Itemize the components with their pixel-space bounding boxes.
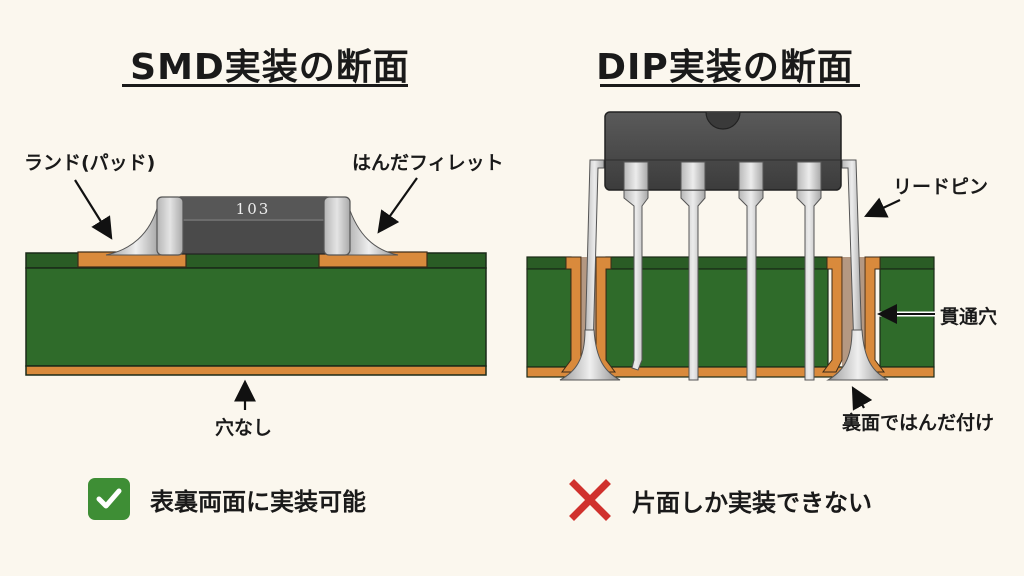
lead-pin-label: リードピン bbox=[893, 176, 989, 198]
smd-footer: 表裏両面に実装可能 bbox=[88, 478, 366, 520]
smd-section-title: SMD実装の断面 bbox=[130, 47, 410, 88]
back-solder-arrow bbox=[851, 386, 873, 411]
end-cap-right bbox=[323, 196, 351, 256]
solder-fillet-label: はんだフィレット bbox=[352, 152, 504, 174]
smd-bottom-copper bbox=[25, 365, 487, 376]
dip-title-underline bbox=[600, 84, 860, 87]
component-marking: 103 bbox=[236, 200, 271, 218]
lead-pin-arrow bbox=[864, 197, 901, 218]
check-icon bbox=[88, 478, 130, 520]
cross-icon bbox=[568, 478, 612, 522]
back-solder-label: 裏面ではんだ付け bbox=[842, 412, 995, 434]
smd-component: 103 bbox=[105, 196, 399, 256]
smd-title-underline bbox=[122, 84, 408, 87]
land-pad-label: ランド(パッド) bbox=[24, 152, 156, 174]
solder-joint-right bbox=[826, 329, 889, 381]
through-hole-label: 貫通穴 bbox=[940, 306, 998, 328]
end-cap-left bbox=[156, 196, 184, 256]
smd-footer-text: 表裏両面に実装可能 bbox=[150, 487, 366, 516]
smd-pcb bbox=[25, 251, 487, 376]
ic-notch bbox=[705, 111, 741, 130]
solder-joint-left bbox=[559, 329, 621, 381]
land-arrow bbox=[74, 179, 113, 240]
dip-pcb-core bbox=[605, 268, 829, 368]
smd-pcb-core bbox=[25, 267, 487, 367]
dip-footer-text: 片面しか実装できない bbox=[632, 488, 872, 517]
no-hole-label: 穴なし bbox=[215, 417, 273, 439]
dip-section-title: DIP実装の断面 bbox=[596, 47, 854, 88]
fillet-arrow bbox=[377, 177, 418, 234]
dip-ic-package bbox=[604, 111, 842, 191]
dip-bottom-copper bbox=[526, 366, 935, 378]
dip-footer: 片面しか実装できない bbox=[568, 478, 872, 522]
